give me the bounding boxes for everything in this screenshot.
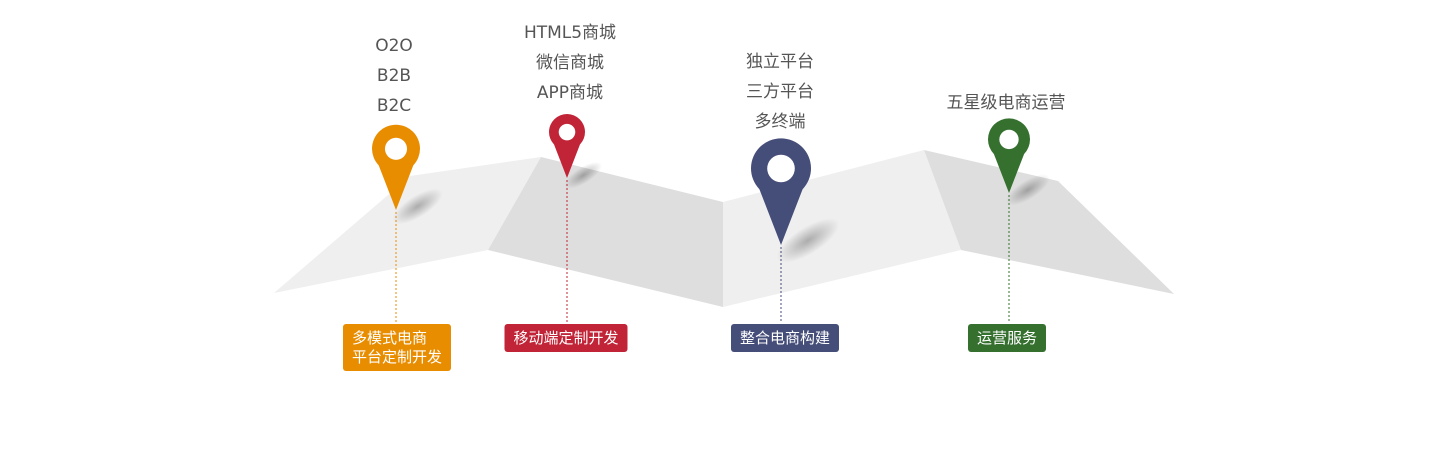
pin-hole: [384, 137, 408, 160]
pin-shadow: [564, 161, 603, 189]
label-line: 运营服务: [976, 329, 1038, 347]
pin-hole: [999, 129, 1019, 150]
map-panel-1: [274, 157, 541, 293]
map-panel-4: [924, 150, 1174, 294]
map-panel-2: [488, 157, 723, 307]
feature-item: 五星级电商运营: [946, 93, 1066, 113]
pin-hole: [767, 154, 795, 183]
pin-shadow: [392, 188, 443, 225]
map-pin-icon: [372, 124, 420, 210]
feature-item: 微信商城: [536, 53, 604, 73]
pins-layer: [372, 114, 1050, 323]
pin-shadow: [776, 218, 840, 263]
label-line: 移动端定制开发: [513, 329, 619, 347]
map-pin-icon: [988, 118, 1030, 193]
feature-list-build: 独立平台 三方平台 多终端: [746, 47, 814, 137]
map-pin-icon: [751, 138, 812, 245]
feature-list-o2o: O2O B2B B2C: [375, 31, 413, 121]
label-line: 整合电商构建: [739, 329, 831, 347]
feature-item: B2B: [376, 66, 412, 86]
label-o2o: 多模式电商 平台定制开发: [342, 324, 452, 371]
feature-item: 独立平台: [746, 52, 814, 72]
feature-item: HTML5商城: [523, 23, 617, 43]
label-line: 平台定制开发: [351, 348, 443, 366]
pin-hole: [558, 123, 576, 141]
label-ops: 运营服务: [967, 324, 1047, 352]
map-pin-icon: [549, 114, 585, 178]
feature-item: APP商城: [536, 83, 604, 103]
label-line: 多模式电商: [351, 329, 428, 347]
label-build: 整合电商构建: [730, 324, 840, 352]
feature-list-ops: 五星级电商运营: [947, 88, 1066, 118]
feature-item: 三方平台: [746, 82, 814, 102]
feature-list-mobile: HTML5商城 微信商城 APP商城: [524, 18, 616, 108]
feature-item: 多终端: [754, 112, 806, 132]
pin-shadow: [1005, 174, 1050, 206]
feature-item: B2C: [376, 96, 412, 116]
label-mobile: 移动端定制开发: [504, 324, 628, 352]
feature-item: O2O: [375, 36, 413, 56]
